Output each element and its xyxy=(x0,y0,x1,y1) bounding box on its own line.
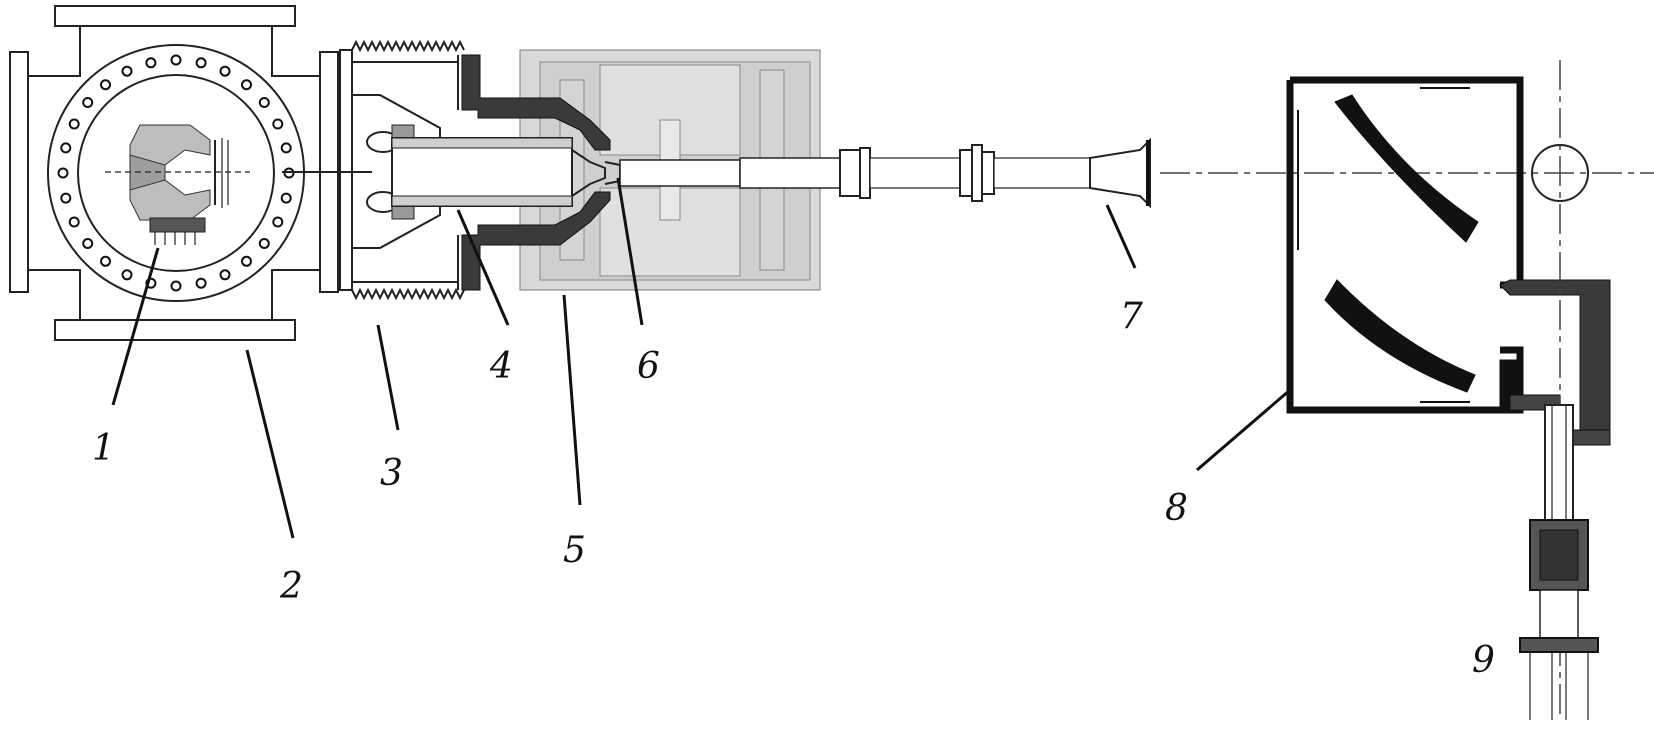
label-6: 6 xyxy=(637,346,660,387)
bolt-hole xyxy=(60,192,72,204)
horn-antenna xyxy=(1089,137,1151,209)
bolt-hole xyxy=(68,118,80,130)
bolt-hole xyxy=(100,79,111,91)
bolt-hole xyxy=(258,97,270,108)
label-5: 5 xyxy=(563,530,586,571)
label-2: 2 xyxy=(279,566,303,607)
bolt-hole xyxy=(272,216,284,228)
label-3: 3 xyxy=(380,453,403,494)
bolt-hole xyxy=(280,192,292,204)
bolt-hole xyxy=(258,238,270,249)
label-4: 4 xyxy=(489,346,513,387)
labels: 1 2 3 4 5 6 7 8 9 xyxy=(92,296,1495,681)
bolt-hole xyxy=(219,65,231,77)
label-8: 8 xyxy=(1165,488,1188,529)
bolt-hole xyxy=(170,54,182,66)
vacuum-chamber xyxy=(9,5,372,341)
bolt-hole xyxy=(145,57,157,69)
bolt-hole xyxy=(219,269,231,281)
bolt-hole xyxy=(57,167,69,179)
label-9: 9 xyxy=(1472,640,1495,681)
bolt-hole xyxy=(100,255,111,267)
output-waveguide xyxy=(619,144,1091,202)
bolt-hole xyxy=(170,280,182,292)
drift-tube xyxy=(391,137,621,207)
bolt-hole xyxy=(241,255,252,267)
label-1: 1 xyxy=(92,428,115,469)
leader-lines xyxy=(111,177,1291,539)
detector xyxy=(1519,404,1599,720)
bolt-hole xyxy=(280,142,292,154)
electron-source xyxy=(105,124,250,245)
label-7: 7 xyxy=(1120,296,1143,337)
bolt-hole xyxy=(68,216,80,228)
bolt-hole xyxy=(121,269,133,281)
flange-bolt-holes xyxy=(57,54,295,292)
bolt-hole xyxy=(241,79,252,91)
bolt-hole xyxy=(272,118,284,130)
bolt-hole xyxy=(60,142,72,154)
bolt-hole xyxy=(82,238,94,249)
bolt-hole xyxy=(121,65,133,77)
bolt-hole xyxy=(82,97,94,108)
bolt-hole xyxy=(195,277,207,289)
bolt-hole xyxy=(195,57,207,69)
